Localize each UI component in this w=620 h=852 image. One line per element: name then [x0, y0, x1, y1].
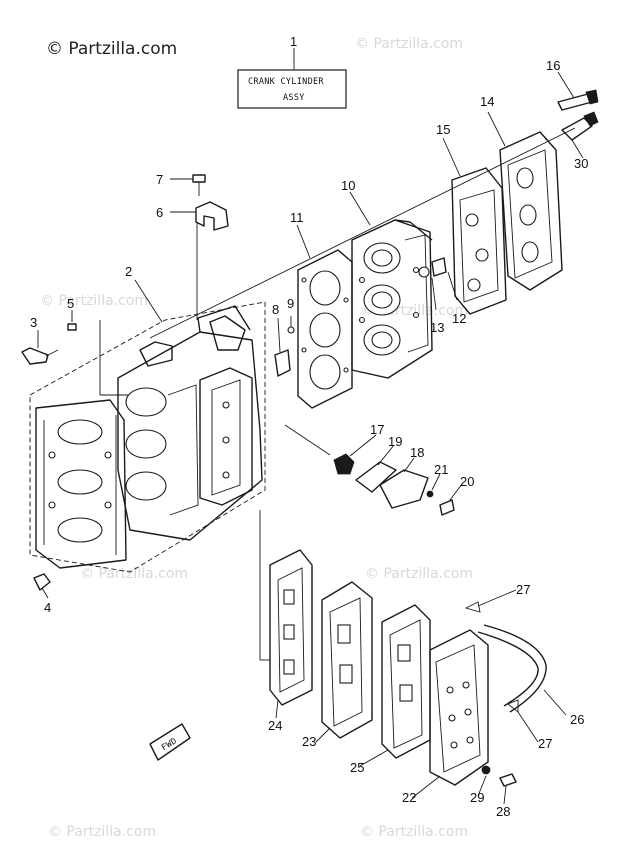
callout-label: 17: [370, 422, 384, 437]
watermark: © Partzilla.com: [40, 293, 148, 309]
callout-label: 22: [402, 790, 416, 805]
exhaust-plates: [269, 549, 517, 787]
callout-label: 30: [574, 156, 588, 171]
callout-label: 4: [44, 600, 51, 615]
callout-label: 25: [350, 760, 364, 775]
cover-gasket: [451, 167, 507, 315]
callout-label: 3: [30, 315, 37, 330]
callout-label: 26: [570, 712, 584, 727]
watermark: © Partzilla.com: [48, 824, 156, 840]
callout-label: 14: [480, 94, 494, 109]
callout-label: 7: [156, 172, 163, 187]
watermark: © Partzilla.com: [360, 824, 468, 840]
callout-label: 27: [516, 582, 530, 597]
callout-label: 23: [302, 734, 316, 749]
copyright-text: © Partzilla.com: [46, 39, 177, 59]
callout-label: 19: [388, 434, 402, 449]
callout-label: 2: [125, 264, 132, 279]
watermark: © Partzilla.com: [365, 566, 473, 582]
thermostat-parts: [333, 453, 455, 516]
callout-label: 24: [268, 718, 282, 733]
callout-label: 20: [460, 474, 474, 489]
callout-label: 27: [538, 736, 552, 751]
watermarks: © Partzilla.com © Partzilla.com © Partzi…: [40, 36, 473, 840]
cylinder-head: [351, 219, 433, 379]
callout-label: 6: [156, 205, 163, 220]
assembly-title-box: CRANK CYLINDER ASSY: [237, 48, 347, 109]
watermark: © Partzilla.com: [80, 566, 188, 582]
callout-label: 29: [470, 790, 484, 805]
fwd-tag: FWD: [149, 723, 191, 761]
callout-label: 8: [272, 302, 279, 317]
crankcase-body: [29, 301, 266, 573]
callout-label: 1: [290, 34, 297, 49]
callout-label: 15: [436, 122, 450, 137]
title-line-2: ASSY: [283, 93, 305, 103]
title-line-1: CRANK CYLINDER: [248, 77, 324, 87]
callout-label: 11: [290, 210, 304, 225]
callout-labels: 1 2 3 4 5 6 7 8 9 10 11 12 13 14 15 16 1…: [30, 34, 588, 819]
callout-label: 28: [496, 804, 510, 819]
callout-label: 13: [430, 320, 444, 335]
assembly-guide-lines: [99, 127, 576, 661]
callout-label: 5: [67, 296, 74, 311]
callout-label: 9: [287, 296, 294, 311]
callout-label: 10: [341, 178, 355, 193]
callout-label: 16: [546, 58, 560, 73]
callout-label: 12: [452, 311, 466, 326]
hardware-small: [21, 89, 599, 591]
cooling-hose: [464, 601, 547, 713]
callout-label: 21: [434, 462, 448, 477]
head-cover: [499, 131, 563, 291]
fwd-label: FWD: [160, 736, 179, 753]
watermark: © Partzilla.com: [355, 36, 463, 52]
head-gasket: [297, 249, 353, 409]
leader-lines: [37, 71, 584, 805]
callout-label: 18: [410, 445, 424, 460]
